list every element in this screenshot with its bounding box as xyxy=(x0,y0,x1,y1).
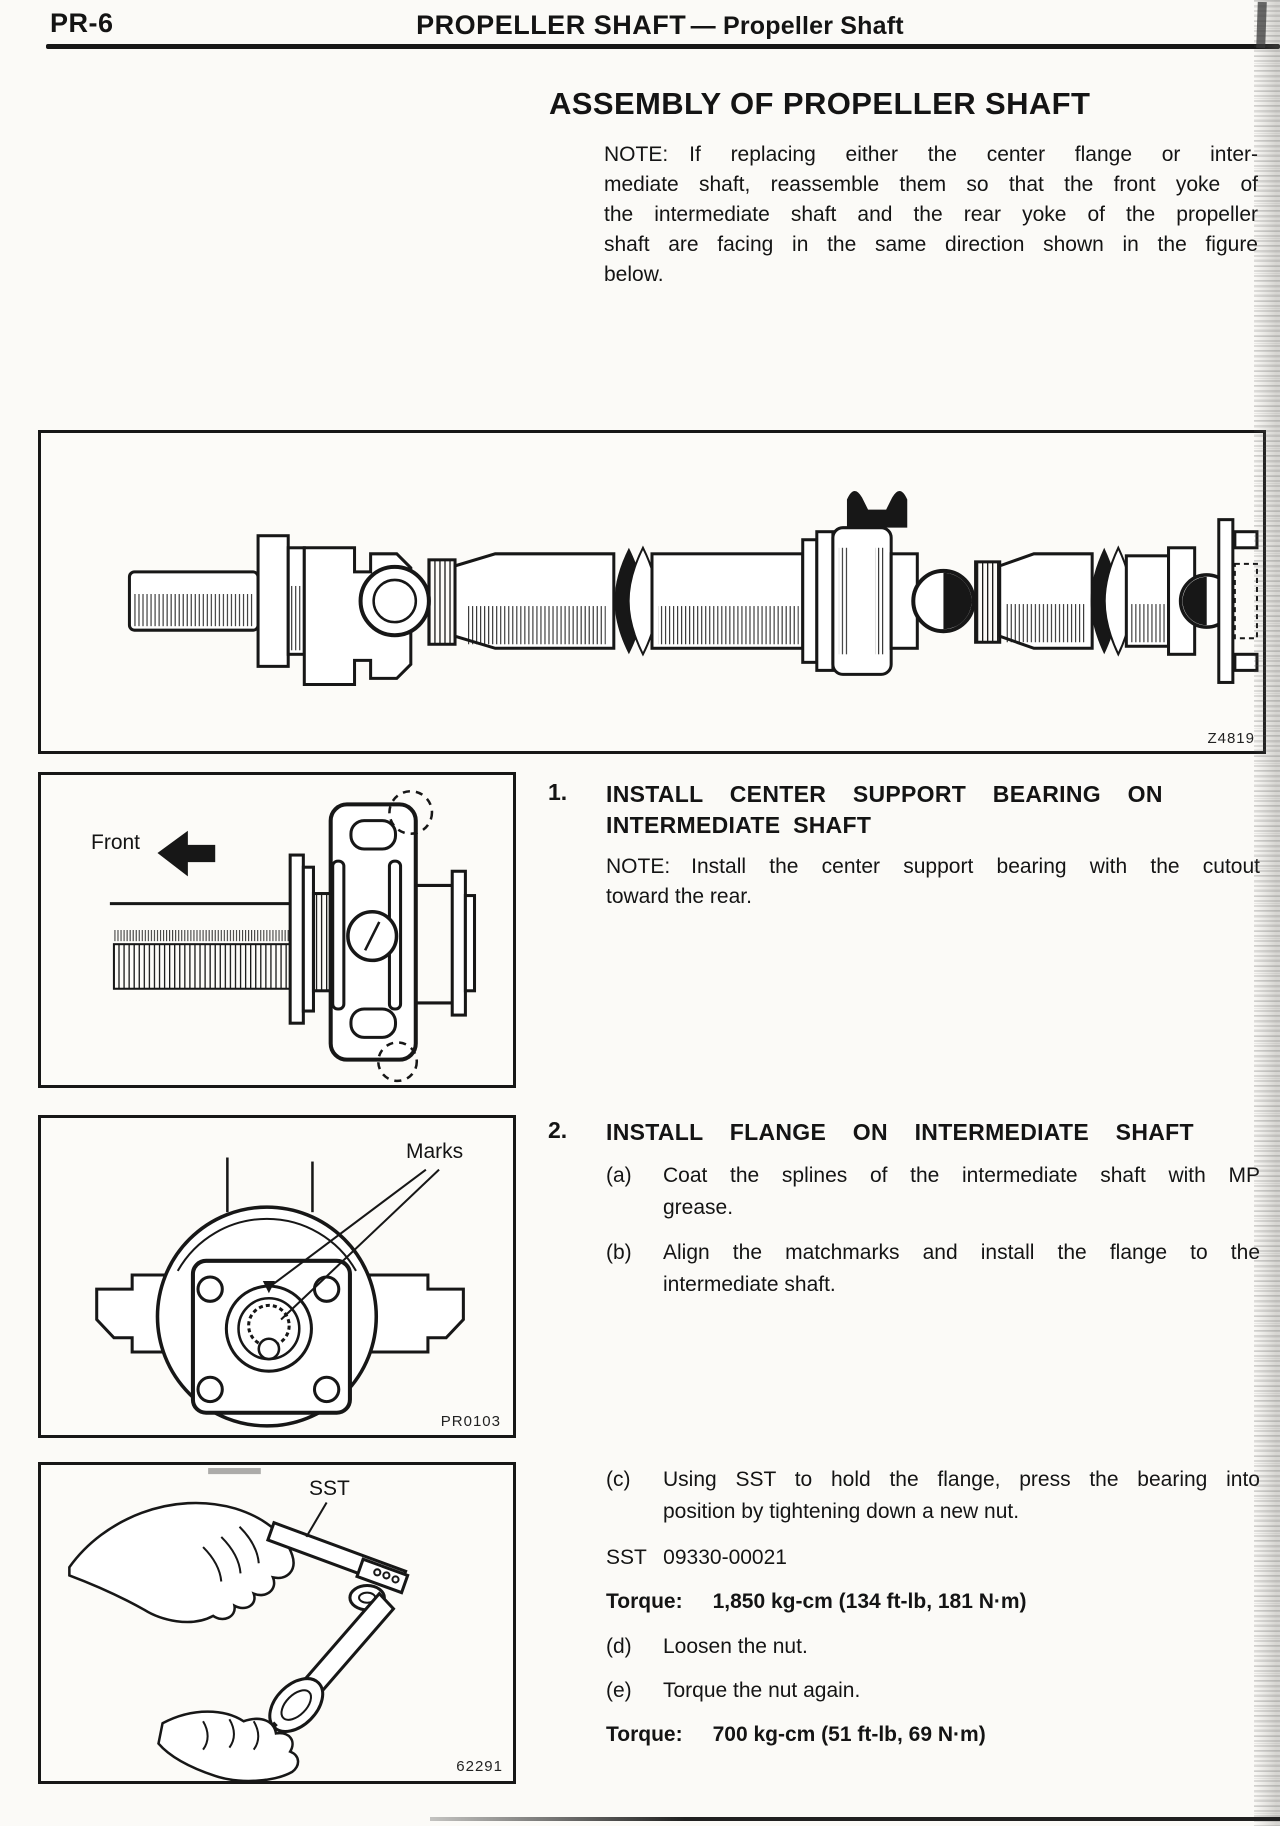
substep-b-line: Align the matchmarks and install the fla… xyxy=(663,1241,1260,1264)
substep-b-line: intermediate shaft. xyxy=(663,1273,836,1296)
right-yoke-wing xyxy=(367,1273,465,1354)
intro-note-line: shaft are facing in the same direction s… xyxy=(604,233,1258,256)
bearing-bracket xyxy=(846,490,908,528)
substep-c: (c) Using SST to hold the flange, press … xyxy=(606,1464,1260,1528)
center-support-bearing-drawing xyxy=(109,789,477,1083)
sst-pointer-line xyxy=(305,1501,328,1538)
sst-label: SST xyxy=(309,1477,350,1500)
step-number: 1. xyxy=(548,779,568,805)
flange-matchmarks-drawing xyxy=(95,1157,465,1428)
header-section-subtitle: — Propeller Shaft xyxy=(690,12,904,40)
sst-tool xyxy=(262,1520,410,1738)
substep-b: (b) Align the matchmarks and install the… xyxy=(606,1237,1260,1301)
torque-value: 1,850 kg-cm (134 ft-lb, 181 N·m) xyxy=(712,1590,1027,1613)
intro-note-line: NOTE: If replacing either the center fla… xyxy=(604,143,1258,166)
intermediate-shaft xyxy=(109,902,292,990)
torque-value: 700 kg-cm (51 ft-lb, 69 N·m) xyxy=(712,1723,986,1746)
header-rule xyxy=(46,44,1280,49)
intro-note: NOTE: If replacing either the center fla… xyxy=(604,140,1258,290)
torque-label: Torque: xyxy=(606,1590,683,1613)
rear-flange-yoke xyxy=(1167,518,1259,684)
substep-label: (c) xyxy=(606,1468,631,1491)
substep-label: (b) xyxy=(606,1241,632,1264)
step-1: 1. INSTALL CENTER SUPPORT BEARING ON INT… xyxy=(548,779,1260,912)
torque-spec-low: Torque: 700 kg-cm (51 ft-lb, 69 N·m) xyxy=(606,1719,1260,1751)
page-bottom-scan-line xyxy=(430,1817,1280,1821)
substep-label: (a) xyxy=(606,1164,632,1187)
page-header: PROPELLER SHAFT — Propeller Shaft xyxy=(40,10,1280,41)
bearing-and-bracket xyxy=(288,802,477,1062)
front-tube xyxy=(427,545,805,657)
front-sleeve-yoke xyxy=(127,534,431,686)
substep-d-text: Loosen the nut. xyxy=(663,1635,808,1658)
step-1-note-line: NOTE: Install the center support bearing… xyxy=(606,855,1260,878)
step-1-note-line: toward the rear. xyxy=(606,885,752,908)
page-edge-smudge xyxy=(1256,1,1267,49)
sst-reference: SST 09330-00021 xyxy=(606,1546,787,1569)
page-edge-scan-noise xyxy=(1254,0,1280,1826)
marks-label: Marks xyxy=(406,1140,464,1163)
rear-tube xyxy=(998,545,1171,657)
substep-e: (e) Torque the nut again. xyxy=(606,1675,1260,1707)
substep-a-line: grease. xyxy=(663,1196,734,1219)
torque-label: Torque: xyxy=(606,1723,683,1746)
assembly-title: ASSEMBLY OF PROPELLER SHAFT xyxy=(549,86,1091,121)
intro-note-line: below. xyxy=(604,263,664,286)
flange-drawing xyxy=(95,1157,465,1428)
substep-d: (d) Loosen the nut. xyxy=(606,1631,1260,1663)
substep-a-line: Coat the splines of the intermediate sha… xyxy=(663,1164,1260,1187)
marks-pointer-line xyxy=(271,1168,427,1286)
figure-center-support-bearing: Front xyxy=(38,772,516,1088)
figure-code: PR0103 xyxy=(440,1413,501,1430)
upper-hand xyxy=(68,1501,295,1624)
front-direction-arrow-icon xyxy=(157,830,216,877)
substep-label: (d) xyxy=(606,1635,632,1658)
figure-sst-holding-flange: SST 62291 xyxy=(38,1462,516,1784)
cutout-highlight-circle xyxy=(377,1041,419,1083)
header-section-title: PROPELLER SHAFT xyxy=(416,10,687,40)
page-number: PR-6 xyxy=(50,8,114,38)
step-number: 2. xyxy=(548,1117,568,1143)
figure-code: 62291 xyxy=(456,1758,503,1775)
propeller-shaft-drawing xyxy=(127,490,1259,686)
step-2: 2. INSTALL FLANGE ON INTERMEDIATE SHAFT … xyxy=(548,1117,1260,1301)
torque-spec-high: Torque: 1,850 kg-cm (134 ft-lb, 181 N·m) xyxy=(606,1586,1260,1618)
step-1-title-line: INSTALL CENTER SUPPORT BEARING ON xyxy=(606,781,1163,807)
step-1-note: NOTE: Install the center support bearing… xyxy=(606,852,1260,912)
scan-artifact xyxy=(208,1468,261,1475)
sst-tool-drawing xyxy=(68,1468,410,1781)
lower-hand xyxy=(157,1710,300,1781)
step-2-title: INSTALL FLANGE ON INTERMEDIATE SHAFT xyxy=(606,1119,1194,1145)
substep-c-line: Using SST to hold the flange, press the … xyxy=(663,1468,1260,1491)
substep-c-line: position by tightening down a new nut. xyxy=(663,1500,1020,1523)
front-label: Front xyxy=(91,831,141,854)
figure-flange-matchmarks: Marks PR0103 xyxy=(38,1115,516,1438)
substep-e-text: Torque the nut again. xyxy=(663,1679,861,1702)
figure-code: Z4819 xyxy=(1207,730,1255,747)
cutout-highlight-circle xyxy=(388,789,434,836)
intro-note-line: the intermediate shaft and the rear yoke… xyxy=(604,203,1258,226)
figure-propeller-shaft-overview: Z4819 xyxy=(38,430,1266,754)
step-1-title-line: INTERMEDIATE SHAFT xyxy=(606,812,872,838)
substep-label: (e) xyxy=(606,1679,632,1702)
step-2-continued: (c) Using SST to hold the flange, press … xyxy=(606,1464,1260,1751)
intro-note-line: mediate shaft, reassemble them so that t… xyxy=(604,173,1258,196)
marks-pointer-line xyxy=(280,1168,440,1321)
center-bearing-assembly xyxy=(801,490,1002,676)
substep-a: (a) Coat the splines of the intermediate… xyxy=(606,1160,1260,1224)
